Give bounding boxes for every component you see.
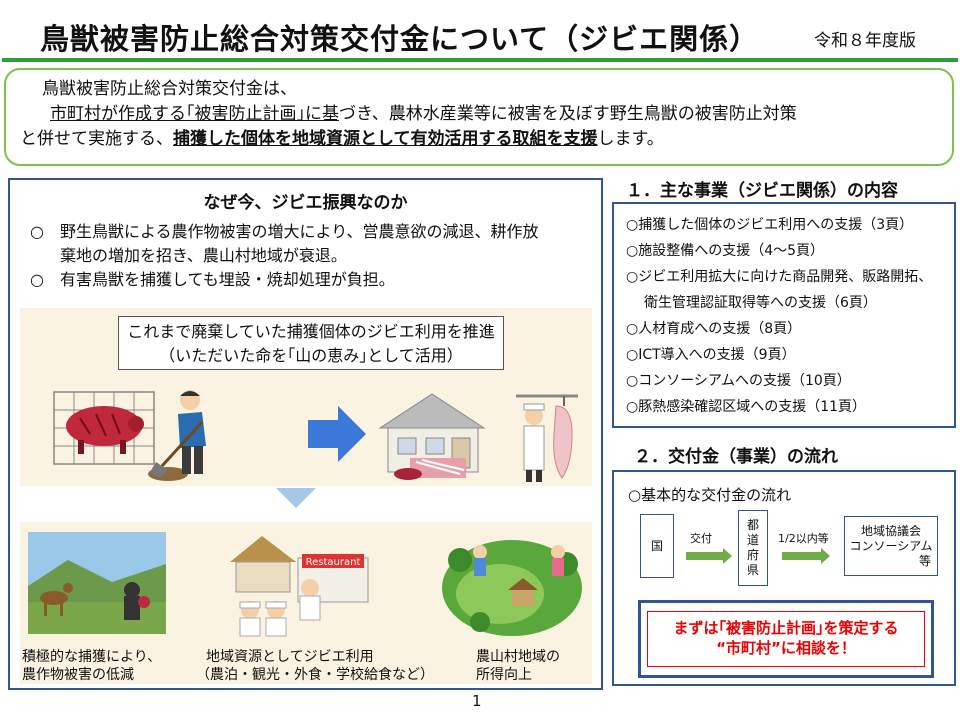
boar-cage-illustration bbox=[53, 391, 155, 465]
caption-gibier-line-1: 地域資源としてジビエ利用 bbox=[206, 649, 374, 665]
promotion-line-2: （いただいた命を｢山の恵み｣として活用） bbox=[159, 346, 463, 365]
big-right-arrow bbox=[308, 406, 366, 462]
caption-capture-line-2: 農作物被害の低減 bbox=[22, 667, 134, 683]
page-number: 1 bbox=[472, 692, 482, 710]
flow-node-council-line-3: 等 bbox=[918, 553, 931, 568]
bullet-damage-cont: 棄地の増加を招き、農山村地域が衰退。 bbox=[30, 244, 590, 268]
restaurant-sign-text: Restaurant bbox=[306, 557, 361, 568]
caption-income-line-1: 農山村地域の bbox=[476, 649, 560, 665]
business-item: ○豚熱感染確認区域への支援（11頁） bbox=[626, 399, 867, 415]
bullet-text: 野生鳥獣による農作物被害の増大により、営農意欲の減退、耕作放 bbox=[60, 222, 539, 241]
flow-node-council-line-1: 地域協議会 bbox=[860, 523, 921, 538]
edition-label: 令和８年度版 bbox=[814, 31, 916, 51]
summary-line-1: 鳥獣被害防止総合対策交付金は、 bbox=[42, 79, 297, 99]
processing-facility-illustration bbox=[378, 393, 486, 480]
flow-arrow-2 bbox=[782, 548, 830, 564]
flow-node-prefecture: 都 道 府 県 bbox=[738, 510, 768, 586]
promotion-box: これまで廃棄していた捕獲個体のジビエ利用を推進 （いただいた命を｢山の恵み｣とし… bbox=[118, 316, 504, 370]
business-item: ○ICT導入への支援（9頁） bbox=[626, 347, 796, 363]
deer-field-illustration bbox=[28, 532, 166, 634]
summary-line-3-c: します。 bbox=[597, 129, 664, 149]
bullet-text: 棄地の増加を招き、農山村地域が衰退。 bbox=[60, 246, 347, 265]
caption-gibier-line-2: （農泊・観光・外食・学校給食など） bbox=[196, 667, 434, 683]
summary-plan-underlined: 市町村が作成する｢被害防止計画｣に基 bbox=[50, 104, 339, 124]
summary-line-2-rest: づき、農林水産業等に被害を及ぼす野生鳥獣の被害防止対策 bbox=[339, 104, 797, 124]
caption-income-line-2: 所得向上 bbox=[476, 667, 532, 683]
flow-node-country: 国 bbox=[640, 514, 674, 578]
business-item: ○ジビエ利用拡大に向けた商品開発、販路開拓、 bbox=[626, 269, 933, 285]
business-item: ○施設整備への支援（4～5頁） bbox=[626, 243, 825, 259]
main-business-heading: １．主な事業（ジビエ関係）の内容 bbox=[626, 181, 898, 201]
page-title: 鳥獣被害防止総合対策交付金について（ジビエ関係） bbox=[40, 22, 760, 56]
consult-line-2: “市町村”に相談を！ bbox=[716, 639, 856, 657]
happy-village-illustration bbox=[442, 540, 582, 636]
summary-line-2: 市町村が作成する｢被害防止計画｣に基づき、農林水産業等に被害を及ぼす野生鳥獣の被… bbox=[20, 102, 938, 127]
promotion-area: これまで廃棄していた捕獲個体のジビエ利用を推進 （いただいた命を｢山の恵み｣とし… bbox=[20, 308, 592, 486]
flow-heading: ２．交付金（事業）の流れ bbox=[634, 447, 838, 467]
flow-subtitle: ○基本的な交付金の流れ bbox=[628, 486, 792, 504]
why-bullets: ○ 野生鳥獣による農作物被害の増大により、営農意欲の減退、耕作放 棄地の増加を招き… bbox=[30, 220, 590, 292]
consult-line-1: まずは｢被害防止計画｣を策定する bbox=[673, 619, 899, 637]
caption-capture: 積極的な捕獲により、 農作物被害の低減 bbox=[22, 648, 161, 684]
title-underline bbox=[2, 58, 958, 62]
flow-label-grant: 交付 bbox=[690, 532, 712, 545]
promotion-line-1: これまで廃棄していた捕獲個体のジビエ利用を推進 bbox=[127, 322, 495, 341]
summary-line-3: と併せて実施する、捕獲した個体を地域資源として有効活用する取組を支援します。 bbox=[20, 127, 938, 152]
summary-line-3-a: と併せて実施する、 bbox=[20, 129, 173, 149]
why-gibier-panel: なぜ今、ジビエ振興なのか ○ 野生鳥獣による農作物被害の増大により、営農意欲の減退… bbox=[8, 178, 603, 690]
business-item: ○コンソーシアムへの支援（10頁） bbox=[626, 373, 851, 389]
bullet-text: 有害鳥獣を捕獲しても埋設・焼却処理が負担。 bbox=[60, 270, 395, 289]
flow-label-rate: 1/2以内等 bbox=[778, 532, 829, 545]
consult-callout: まずは｢被害防止計画｣を策定する “市町村”に相談を！ bbox=[638, 600, 934, 678]
bullet-mark: ○ bbox=[30, 270, 44, 289]
business-item: ○人材育成への支援（8頁） bbox=[626, 321, 802, 337]
consult-callout-text: まずは｢被害防止計画｣を策定する “市町村”に相談を！ bbox=[647, 611, 925, 667]
business-item: 衛生管理認証取得等への支援（6頁） bbox=[644, 295, 877, 311]
butcher-worker-illustration bbox=[516, 394, 578, 482]
main-business-box: ○捕獲した個体のジビエ利用への支援（3頁） ○施設整備への支援（4～5頁） ○ジ… bbox=[612, 202, 956, 428]
outcomes-area: Restaurant 積極的な捕獲により、 農作物被害の低減 地域資源としてジビ… bbox=[20, 522, 592, 684]
bullet-damage: ○ 野生鳥獣による農作物被害の増大により、営農意欲の減退、耕作放 bbox=[30, 220, 590, 244]
bullet-mark: ○ bbox=[30, 222, 44, 241]
summary-support-emphasis: 捕獲した個体を地域資源として有効活用する取組を支援 bbox=[173, 129, 598, 149]
flow-node-council-line-2: コンソーシアム bbox=[849, 538, 933, 553]
flow-arrow-1 bbox=[686, 548, 732, 564]
caption-income: 農山村地域の 所得向上 bbox=[476, 648, 560, 684]
hunter-with-shovel-illustration bbox=[148, 390, 206, 481]
flow-node-council: 地域協議会 コンソーシアム 等 bbox=[844, 516, 938, 576]
caption-capture-line-1: 積極的な捕獲により、 bbox=[22, 649, 162, 665]
flow-box: ○基本的な交付金の流れ 国 交付 都 道 府 県 1/2以内等 地域協議会 コン… bbox=[612, 470, 956, 686]
down-arrow-icon bbox=[276, 488, 316, 508]
bullet-disposal: ○ 有害鳥獣を捕獲しても埋設・焼却処理が負担。 bbox=[30, 268, 590, 292]
why-title: なぜ今、ジビエ振興なのか bbox=[203, 193, 408, 213]
caption-gibier-use: 地域資源としてジビエ利用 （農泊・観光・外食・学校給食など） bbox=[196, 648, 434, 684]
rural-restaurant-illustration: Restaurant bbox=[230, 536, 369, 637]
summary-box: 鳥獣被害防止総合対策交付金は、 市町村が作成する｢被害防止計画｣に基づき、農林水… bbox=[4, 68, 954, 166]
business-item: ○捕獲した個体のジビエ利用への支援（3頁） bbox=[626, 217, 914, 233]
